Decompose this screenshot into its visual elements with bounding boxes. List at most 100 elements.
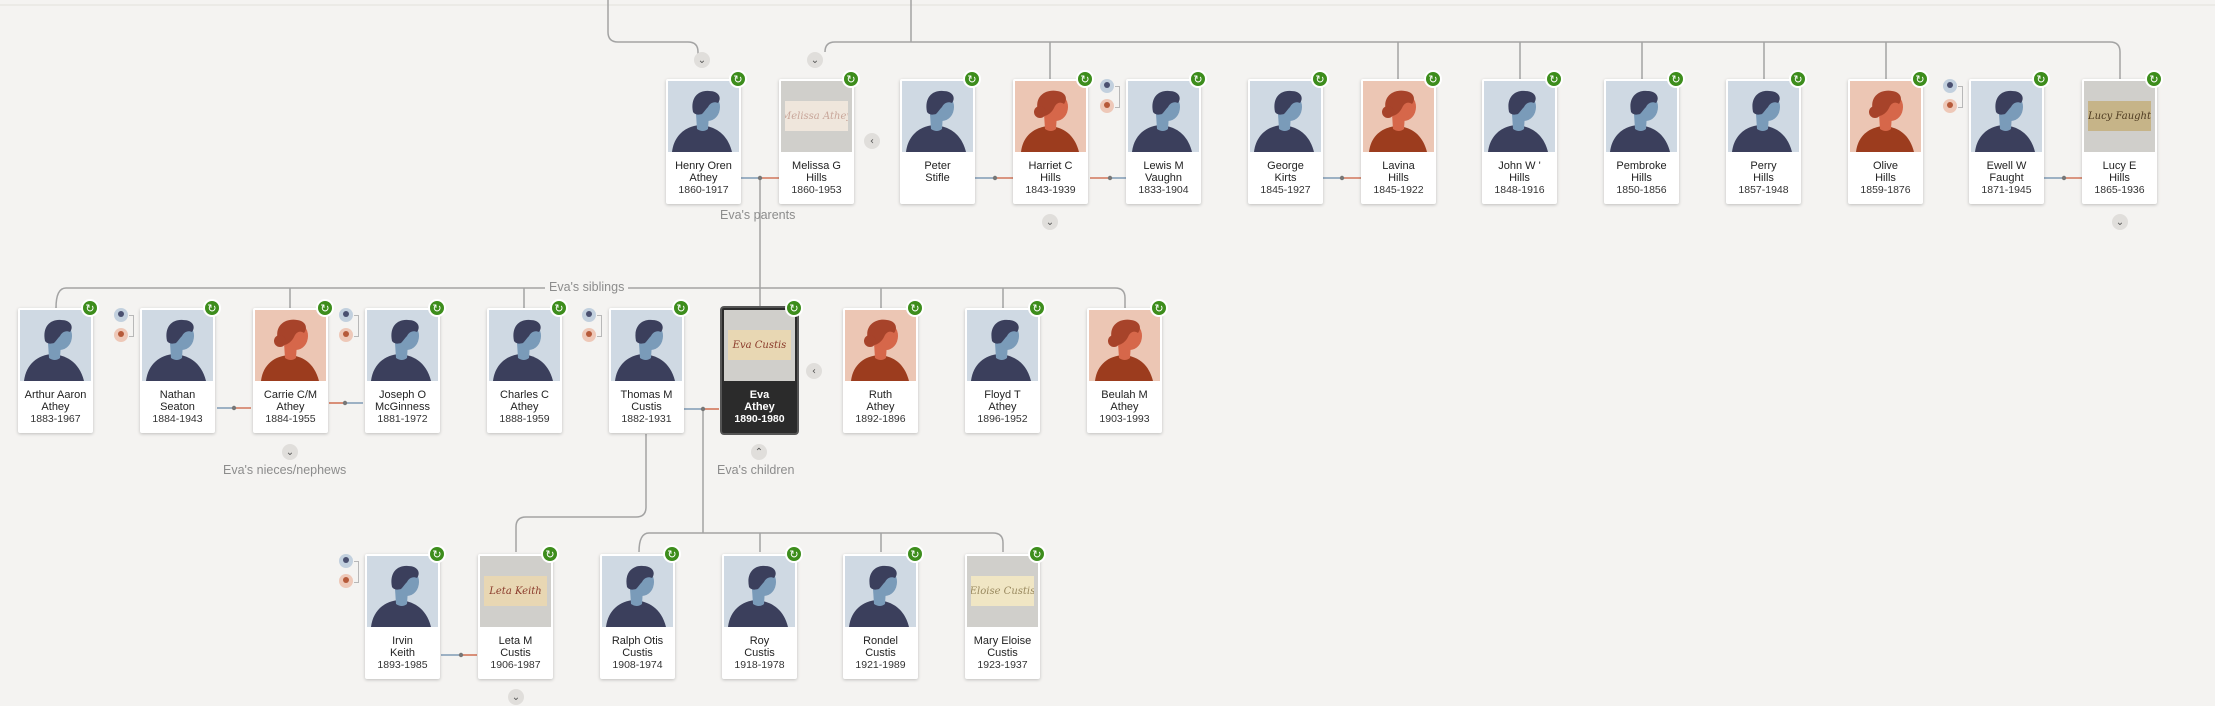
leaf-hint-icon[interactable]: ↻ [842, 70, 860, 88]
female-silhouette-icon [1850, 81, 1921, 152]
leaf-hint-icon[interactable]: ↻ [1028, 545, 1046, 563]
chevron-down-icon[interactable]: ⌄ [694, 52, 710, 68]
surname: Custis [865, 647, 896, 659]
leaf-hint-icon[interactable]: ↻ [2032, 70, 2050, 88]
leaf-hint-icon[interactable]: ↻ [785, 545, 803, 563]
leaf-hint-icon[interactable]: ↻ [2145, 70, 2163, 88]
handwritten-name-image: Eloise Custis [971, 576, 1034, 606]
spouse-switcher[interactable] [1100, 77, 1120, 117]
leaf-hint-icon[interactable]: ↻ [1545, 70, 1563, 88]
leaf-hint-icon[interactable]: ↻ [729, 70, 747, 88]
surname: Custis [631, 401, 662, 413]
chevron-down-icon[interactable]: ⌄ [2112, 214, 2128, 230]
chevron-down-icon[interactable]: ⌄ [508, 689, 524, 705]
leaf-hint-icon[interactable]: ↻ [428, 299, 446, 317]
leaf-hint-icon[interactable]: ↻ [81, 299, 99, 317]
leaf-hint-icon[interactable]: ↻ [550, 299, 568, 317]
life-years: 1843-1939 [1025, 184, 1076, 196]
leaf-hint-icon[interactable]: ↻ [963, 70, 981, 88]
leaf-hint-icon[interactable]: ↻ [672, 299, 690, 317]
life-years: 1884-1955 [265, 413, 316, 425]
spouse-switcher[interactable] [1943, 77, 1963, 117]
male-silhouette-icon [902, 81, 973, 152]
surname: Custis [744, 647, 775, 659]
leaf-hint-icon[interactable]: ↻ [906, 299, 924, 317]
leaf-hint-icon[interactable]: ↻ [203, 299, 221, 317]
female-silhouette-icon [255, 310, 326, 381]
male-silhouette-icon [1250, 81, 1321, 152]
leaf-hint-icon[interactable]: ↻ [1424, 70, 1442, 88]
surname: Kirts [1274, 172, 1297, 184]
spouse-switcher[interactable] [582, 306, 602, 346]
leaf-hint-icon[interactable]: ↻ [316, 299, 334, 317]
surname: Keith [389, 647, 416, 659]
leaf-hint-icon[interactable]: ↻ [1028, 299, 1046, 317]
given-names: Harriet C [1028, 160, 1073, 172]
male-silhouette-icon [668, 81, 739, 152]
leaf-hint-icon[interactable]: ↻ [663, 545, 681, 563]
chevron-down-icon[interactable]: ⌄ [807, 52, 823, 68]
chevron-down-icon[interactable]: ⌄ [1042, 214, 1058, 230]
chevron-up-icon[interactable]: ⌃ [751, 444, 767, 460]
chevron-down-icon[interactable]: ⌄ [282, 444, 298, 460]
bracket [597, 315, 602, 337]
leaf-hint-icon[interactable]: ↻ [1911, 70, 1929, 88]
chevron-left-icon[interactable]: ‹ [864, 133, 880, 149]
leaf-hint-icon[interactable]: ↻ [1076, 70, 1094, 88]
life-years: 1860-1953 [791, 184, 842, 196]
leaf-hint-icon[interactable]: ↻ [785, 299, 803, 317]
surname: Custis [987, 647, 1018, 659]
leaf-hint-icon[interactable]: ↻ [1189, 70, 1207, 88]
male-silhouette-icon [845, 556, 916, 627]
leaf-hint-icon[interactable]: ↻ [1667, 70, 1685, 88]
spouse-switcher[interactable] [339, 306, 359, 346]
spouse-switcher[interactable] [339, 552, 359, 592]
leaf-hint-icon[interactable]: ↻ [541, 545, 559, 563]
life-years: 1884-1943 [152, 413, 203, 425]
spouse-switcher[interactable] [114, 306, 134, 346]
surname: Athey [689, 172, 718, 184]
label-eva-nieces-nephews[interactable]: Eva's nieces/nephews [223, 463, 347, 477]
life-years: 1923-1937 [977, 659, 1028, 671]
leaf-hint-icon[interactable]: ↻ [428, 545, 446, 563]
leaf-hint-icon[interactable]: ↻ [1311, 70, 1329, 88]
bracket [354, 561, 359, 583]
chevron-left-icon[interactable]: ‹ [806, 363, 822, 379]
leaf-hint-icon[interactable]: ↻ [906, 545, 924, 563]
leaf-hint-icon[interactable]: ↻ [1789, 70, 1807, 88]
leaf-hint-icon[interactable]: ↻ [1150, 299, 1168, 317]
label-eva-children[interactable]: Eva's children [717, 463, 795, 477]
